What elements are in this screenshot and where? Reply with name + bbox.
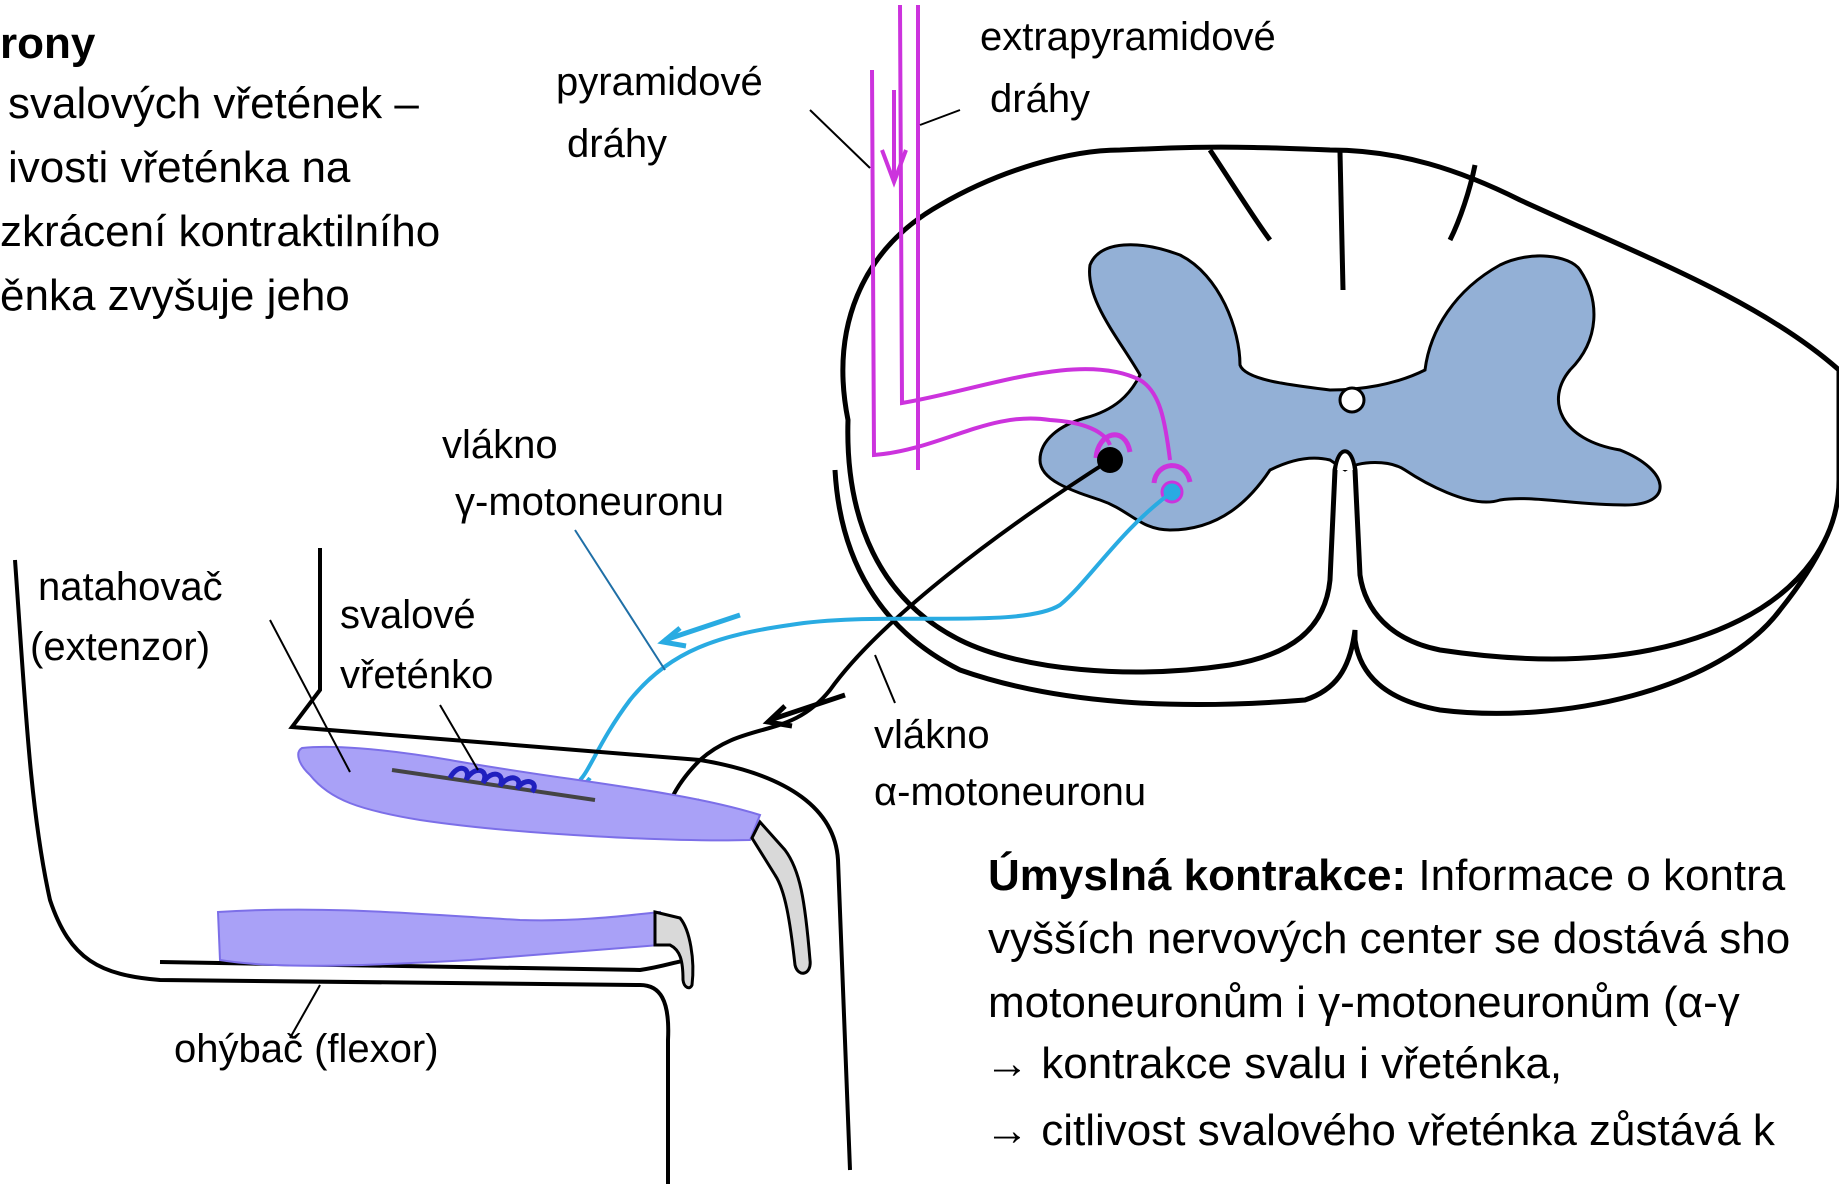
ventral-fissure bbox=[1335, 451, 1355, 470]
voluntary-line-1: Úmyslná kontrakce: Informace o kontra bbox=[988, 850, 1786, 900]
label-gamma-fiber-1: vlákno bbox=[442, 423, 558, 467]
extensor-tendon bbox=[752, 822, 810, 973]
voluntary-line-4: → kontrakce svalu i vřeténka, bbox=[985, 1039, 1562, 1088]
voluntary-heading: Úmyslná kontrakce: bbox=[988, 850, 1406, 900]
voluntary-line-2: vyšších nervových center se dostává sho bbox=[988, 914, 1790, 963]
central-canal bbox=[1340, 388, 1364, 412]
extrapyramidal-pointer bbox=[920, 110, 960, 125]
top-left-line-5: ěnka zvyšuje jeho bbox=[0, 271, 350, 320]
top-left-line-4: zkrácení kontraktilního bbox=[0, 207, 440, 256]
flexor-tendon bbox=[655, 912, 693, 988]
label-spindle-1: svalové bbox=[340, 593, 476, 637]
voluntary-line-5: → citlivost svalového vřeténka zůstává k bbox=[985, 1106, 1776, 1155]
voluntary-line-1-rest: Informace o kontra bbox=[1406, 851, 1786, 900]
top-left-text-block: rony svalových vřetének – ivosti vřeténk… bbox=[0, 19, 440, 320]
gamma-fiber-pointer bbox=[575, 530, 665, 670]
label-pyramidal-1: pyramidové bbox=[556, 60, 763, 104]
top-left-line-1: rony bbox=[0, 19, 96, 68]
top-left-line-3: ivosti vřeténka na bbox=[8, 143, 351, 192]
spinal-cord-cross-section bbox=[835, 147, 1839, 713]
label-extrapyramidal-1: extrapyramidové bbox=[980, 15, 1276, 59]
top-left-line-2: svalových vřetének – bbox=[8, 79, 419, 128]
label-extensor-2: (extenzor) bbox=[30, 625, 210, 669]
pyramidal-pointer bbox=[810, 110, 870, 168]
label-pyramidal-2: dráhy bbox=[567, 122, 667, 166]
label-alpha-fiber-2: α-motoneuronu bbox=[874, 770, 1146, 814]
dorsal-median-sulcus bbox=[1340, 152, 1343, 290]
label-extrapyramidal-2: dráhy bbox=[990, 77, 1090, 121]
flexor-muscle bbox=[218, 910, 660, 966]
label-spindle-2: vřeténko bbox=[340, 653, 493, 697]
label-extensor-1: natahovač bbox=[38, 565, 223, 609]
voluntary-contraction-text: Úmyslná kontrakce: Informace o kontra vy… bbox=[985, 850, 1790, 1155]
label-flexor: ohýbač (flexor) bbox=[174, 1027, 439, 1071]
label-gamma-fiber-2: γ-motoneuronu bbox=[455, 480, 724, 524]
alpha-fiber-pointer bbox=[875, 655, 895, 703]
voluntary-line-3: motoneuronům i γ-motoneuronům (α-γ bbox=[988, 978, 1740, 1027]
label-alpha-fiber-1: vlákno bbox=[874, 713, 990, 757]
